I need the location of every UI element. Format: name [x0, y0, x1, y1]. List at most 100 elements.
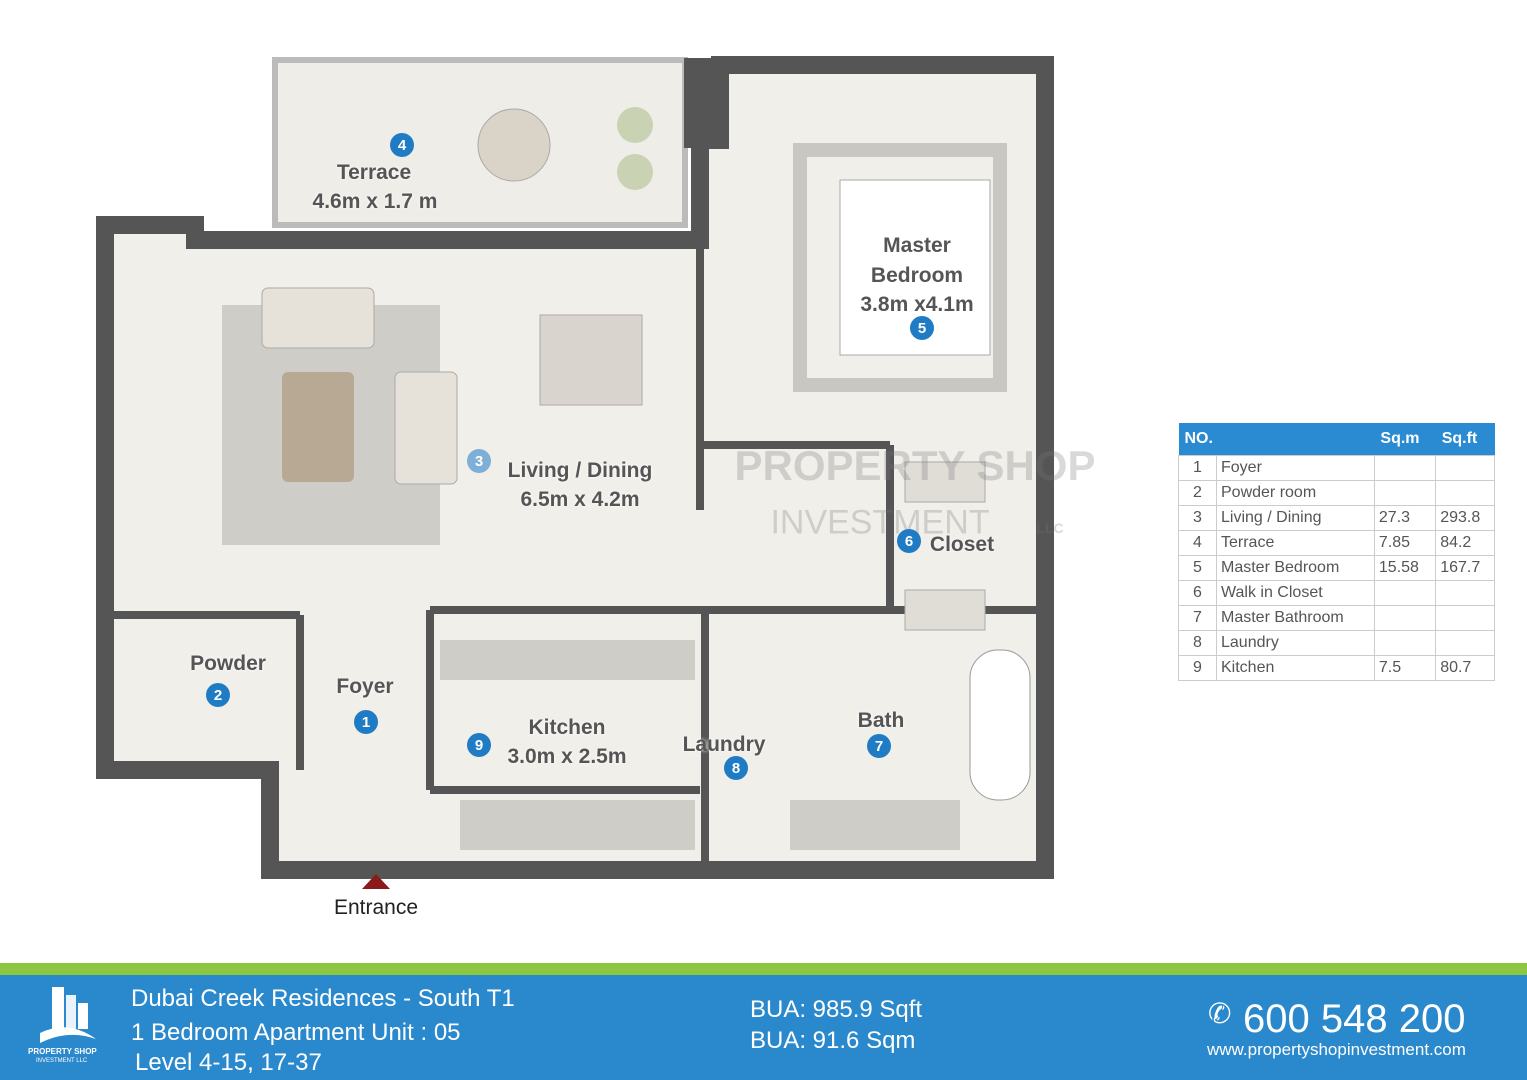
room-label: Bedroom	[870, 264, 964, 287]
area-sqm: 7.85	[1373, 529, 1437, 556]
row-number: 3	[1178, 504, 1217, 531]
entrance-arrow-icon	[362, 874, 390, 889]
room-badge: 9	[467, 733, 491, 757]
wall-column	[684, 58, 720, 148]
area-sqm	[1373, 479, 1437, 506]
logo-text: PROPERTY SHOP	[28, 1047, 97, 1056]
room-label: Laundry	[682, 733, 766, 756]
row-number: 7	[1178, 604, 1217, 631]
project-name: Dubai Creek Residences - South T1	[131, 985, 515, 1012]
unit-info: 1 Bedroom Apartment Unit : 05	[131, 1019, 461, 1046]
room-size: 6.5m x 4.2m	[520, 488, 640, 511]
floor-plan	[96, 56, 1054, 889]
room-badge: 2	[206, 683, 230, 707]
area-sqm	[1373, 454, 1437, 481]
area-sqft: 293.8	[1435, 504, 1495, 531]
header-no: NO.	[1178, 423, 1375, 455]
website-link[interactable]: www.propertyshopinvestment.com	[1207, 1040, 1466, 1059]
coffee-table	[282, 372, 354, 482]
room-badge: 8	[724, 756, 748, 780]
header-sqft: Sq.ft	[1435, 423, 1495, 455]
plant	[617, 154, 653, 190]
room-label: Kitchen	[528, 716, 606, 739]
sofa	[261, 287, 375, 349]
terrace-table	[477, 108, 551, 182]
bathtub	[969, 649, 1031, 801]
logo-subtext: INVESTMENT LLC	[36, 1058, 88, 1064]
area-sqm	[1373, 579, 1437, 606]
vanity	[790, 800, 960, 850]
area-sqft: 167.7	[1435, 554, 1495, 581]
area-sqm: 27.3	[1373, 504, 1437, 531]
room-label: Foyer	[336, 675, 394, 698]
room-name: Living / Dining	[1216, 504, 1375, 531]
row-number: 2	[1178, 479, 1217, 506]
phone-icon: ✆	[1208, 998, 1232, 1029]
bua-sqft: BUA: 985.9 Sqft	[750, 996, 923, 1023]
area-sqft: 84.2	[1435, 529, 1495, 556]
room-size: 3.0m x 2.5m	[507, 745, 627, 768]
room-name: Kitchen	[1216, 654, 1375, 681]
row-number: 1	[1178, 454, 1217, 481]
area-sqft	[1435, 604, 1495, 631]
watermark-line2: INVESTMENT	[770, 503, 990, 542]
plant	[617, 107, 653, 143]
room-badge: 4	[390, 133, 414, 157]
kitchen-counter	[460, 800, 695, 850]
header-sqm: Sq.m	[1374, 423, 1436, 455]
room-name: Powder room	[1216, 479, 1375, 506]
armchair	[394, 371, 458, 485]
room-badge: 3	[467, 449, 491, 473]
room-name: Terrace	[1216, 529, 1375, 556]
row-number: 9	[1178, 654, 1217, 681]
bua-sqm: BUA: 91.6 Sqm	[750, 1027, 916, 1054]
room-badge: 5	[910, 316, 934, 340]
watermark-line1: PROPERTY SHOP	[734, 442, 1096, 489]
area-sqft: 80.7	[1435, 654, 1495, 681]
watermark-llc: LLC	[1036, 520, 1064, 536]
area-sqft	[1435, 629, 1495, 656]
footer: PROPERTY SHOP INVESTMENT LLC Dubai Creek…	[0, 975, 1527, 1080]
company-logo	[40, 987, 96, 1043]
interior-walls	[105, 140, 1045, 870]
room-label: Living / Dining	[507, 459, 653, 482]
area-sqm: 15.58	[1373, 554, 1437, 581]
entrance-label: Entrance	[333, 896, 419, 919]
area-sqft	[1435, 579, 1495, 606]
room-badge: 6	[897, 529, 921, 553]
area-sqm	[1373, 604, 1437, 631]
closet-shelf	[904, 461, 986, 503]
area-sqm: 7.5	[1373, 654, 1437, 681]
room-label: Terrace	[336, 161, 412, 184]
closet-shelf	[904, 589, 986, 631]
kitchen-counter	[440, 640, 695, 680]
room-name: Foyer	[1216, 454, 1375, 481]
room-name: Master Bedroom	[1216, 554, 1375, 581]
dining-table	[539, 314, 643, 406]
bedroom-rug	[793, 143, 1007, 392]
row-number: 8	[1178, 629, 1217, 656]
room-label: Master	[883, 234, 951, 257]
area-sqm	[1373, 629, 1437, 656]
room-size: 4.6m x 1.7 m	[312, 190, 438, 213]
room-name: Laundry	[1216, 629, 1375, 656]
room-label: Closet	[929, 533, 995, 556]
level-info: Level 4-15, 17-37	[135, 1049, 322, 1076]
room-label: Bath	[857, 709, 905, 732]
room-size: 3.8m x4.1m	[860, 293, 974, 316]
area-sqft	[1435, 454, 1495, 481]
room-badge: 1	[354, 710, 378, 734]
row-number: 6	[1178, 579, 1217, 606]
room-name: Walk in Closet	[1216, 579, 1375, 606]
row-number: 4	[1178, 529, 1217, 556]
room-name: Master Bathroom	[1216, 604, 1375, 631]
phone-number[interactable]: 600 548 200	[1243, 997, 1466, 1041]
footer-accent-bar	[0, 963, 1527, 975]
